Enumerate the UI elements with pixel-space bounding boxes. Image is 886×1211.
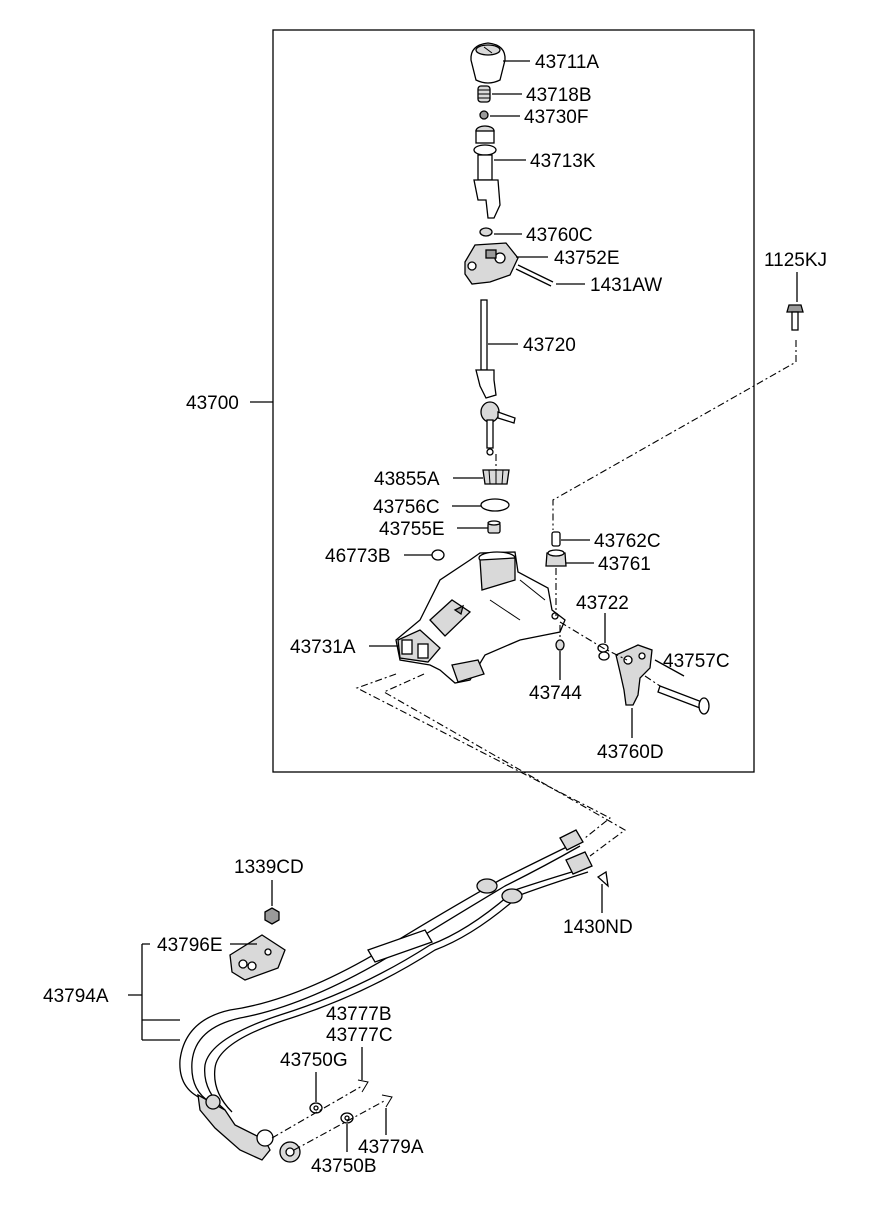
label-43752E[interactable]: 43752E: [554, 248, 620, 269]
label-43760D[interactable]: 43760D: [597, 742, 664, 763]
washer-43750g-icon: [309, 1102, 323, 1114]
shifter-base-icon: [395, 551, 566, 684]
nut-icon: [264, 907, 280, 925]
select-lever-icon: [615, 644, 653, 706]
ring-icon: [480, 498, 510, 512]
bushing-icon: [479, 227, 493, 237]
label-43711A[interactable]: 43711A: [535, 52, 599, 73]
label-1339CD[interactable]: 1339CD: [234, 857, 304, 878]
label-43730F[interactable]: 43730F: [524, 107, 588, 128]
label-43755E[interactable]: 43755E: [379, 519, 445, 540]
connection-line-washers-2: [271, 1085, 363, 1139]
label-43777B[interactable]: 43777B: [326, 1004, 392, 1025]
lever-housing-icon: [464, 242, 519, 285]
label-43855A[interactable]: 43855A: [374, 469, 440, 490]
connection-line-1125kj: [552, 340, 797, 530]
label-43756C[interactable]: 43756C: [373, 497, 440, 518]
label-46773B[interactable]: 46773B: [325, 546, 391, 567]
spacer-icon: [487, 520, 501, 534]
clip-43777-icon: [357, 1079, 369, 1093]
pin-43762c-icon: [551, 531, 561, 547]
label-43713K[interactable]: 43713K: [530, 151, 596, 172]
leader-43757C: [654, 659, 685, 677]
label-43718B[interactable]: 43718B: [526, 85, 592, 106]
label-43760C[interactable]: 43760C: [526, 225, 593, 246]
label-43744[interactable]: 43744: [529, 683, 582, 704]
lever-upper-icon: [473, 125, 501, 219]
label-1125KJ[interactable]: 1125KJ: [764, 250, 827, 271]
connection-line-washers: [293, 1099, 387, 1151]
pin-43744-icon: [555, 639, 565, 651]
clip-43779a-icon: [381, 1094, 393, 1108]
ball-icon: [479, 110, 489, 120]
o-ring-icon: [431, 549, 445, 561]
washer-43750b-icon: [340, 1112, 354, 1124]
connection-line-cable-b: [382, 673, 627, 857]
label-43779A[interactable]: 43779A: [358, 1137, 424, 1158]
label-43777C[interactable]: 43777C: [326, 1025, 393, 1046]
label-43700[interactable]: 43700: [186, 393, 239, 414]
assembly-frame: [272, 29, 755, 773]
cable-bracket-icon: [229, 934, 286, 981]
pin-icon: [515, 264, 554, 287]
label-43731A[interactable]: 43731A: [290, 637, 356, 658]
spring-icon: [477, 85, 491, 103]
label-43762C[interactable]: 43762C: [594, 531, 661, 552]
label-43750B[interactable]: 43750B: [311, 1156, 377, 1177]
label-43757C[interactable]: 43757C: [663, 651, 730, 672]
leader-43794A: [128, 943, 180, 1041]
label-43722[interactable]: 43722: [576, 593, 629, 614]
label-43796E[interactable]: 43796E: [157, 935, 223, 956]
bushing-43761-icon: [545, 549, 567, 567]
shift-rod-icon: [475, 299, 516, 456]
label-43761[interactable]: 43761: [598, 554, 651, 575]
bolt-43757c-icon: [657, 685, 710, 715]
bolt-1125kj-icon: [786, 304, 804, 331]
connection-line-43722: [559, 621, 628, 661]
shift-cable-icon: [179, 829, 609, 1163]
connection-line-cable-a: [355, 673, 612, 839]
label-1431AW[interactable]: 1431AW: [590, 275, 662, 296]
label-43750G[interactable]: 43750G: [280, 1050, 348, 1071]
label-43720[interactable]: 43720: [523, 335, 576, 356]
label-43794A[interactable]: 43794A: [43, 986, 109, 1007]
bushing-43855a-icon: [482, 469, 510, 485]
shift-knob-icon: [470, 42, 506, 84]
label-1430ND[interactable]: 1430ND: [563, 917, 633, 938]
connection-line-43757c: [644, 675, 661, 687]
